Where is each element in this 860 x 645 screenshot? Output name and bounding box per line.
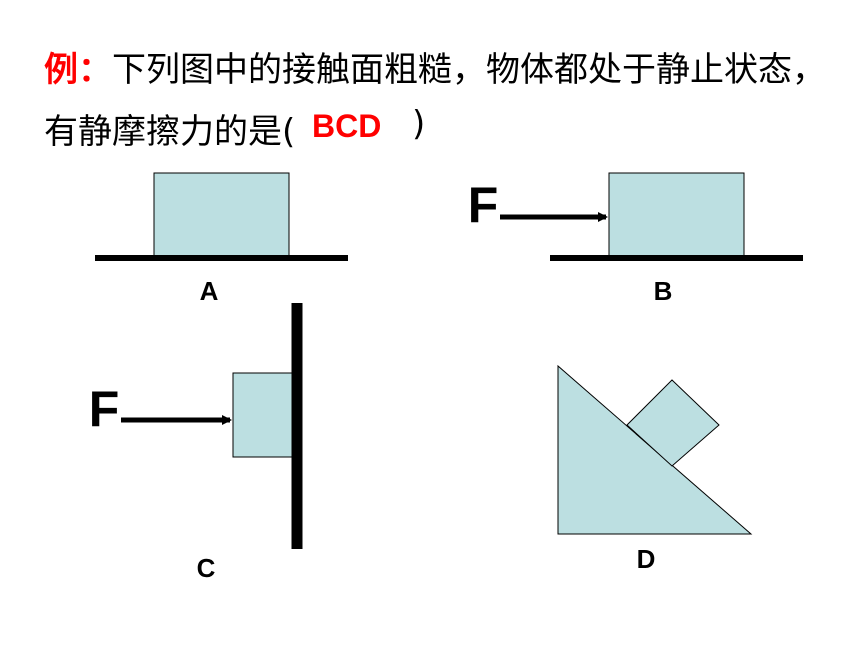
close-paren: )	[412, 104, 426, 144]
answer-text: BCD	[312, 108, 382, 144]
question-line-2: 有静摩擦力的是(	[44, 104, 295, 153]
question-line-1: 例：下列图中的接触面粗糙，物体都处于静止状态，	[44, 42, 826, 91]
block-d	[626, 379, 720, 467]
example-prefix: 例：	[44, 50, 112, 90]
figure-d: D	[557, 364, 753, 574]
figure-a: A	[95, 172, 348, 306]
label-a: A	[200, 276, 219, 306]
block-a	[153, 172, 290, 257]
label-c: C	[197, 553, 216, 583]
label-b: B	[654, 276, 673, 306]
block-b	[608, 172, 745, 257]
force-label-b: F	[468, 177, 499, 233]
figure-c: F C	[89, 303, 303, 583]
question-text-2: 有静摩擦力的是(	[44, 112, 296, 152]
label-d: D	[637, 544, 656, 574]
force-label-c: F	[89, 381, 120, 437]
question-text-1: 下列图中的接触面粗糙，物体都处于静止状态，	[112, 50, 826, 90]
block-c	[232, 372, 294, 458]
figure-b: F B	[468, 172, 803, 306]
